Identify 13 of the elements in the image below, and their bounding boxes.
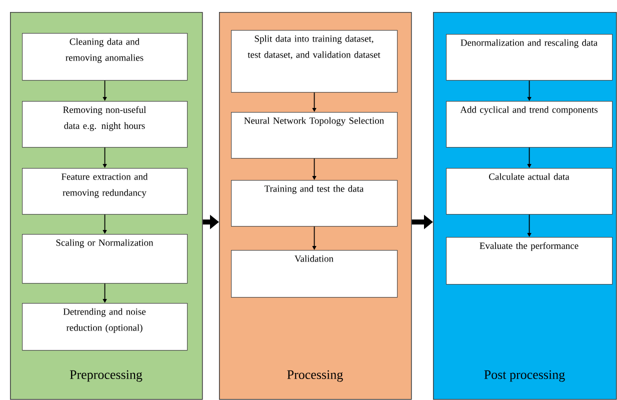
process-box: Calculate actual data	[446, 168, 613, 215]
process-box: Training and test the data	[231, 180, 398, 227]
process-box: Cleaning data and removing anomalies	[22, 33, 188, 81]
process-box: Scaling or Normalization	[22, 234, 188, 284]
process-box: Removing non-useful data e.g. night hours	[22, 101, 188, 148]
process-box: Neural Network Topology Selection	[231, 112, 398, 159]
process-box: Denormalization and rescaling data	[446, 34, 613, 81]
process-box: Detrending and noise reduction (optional)	[22, 303, 188, 351]
process-box: Validation	[231, 250, 398, 298]
process-box: Evaluate the performance	[446, 237, 613, 285]
process-box: Split data into training dataset, test dataset, and validation dataset	[231, 30, 398, 93]
process-box: Feature extraction and removing redundancy	[22, 168, 188, 215]
process-box: Add cyclical and trend components	[446, 101, 613, 148]
